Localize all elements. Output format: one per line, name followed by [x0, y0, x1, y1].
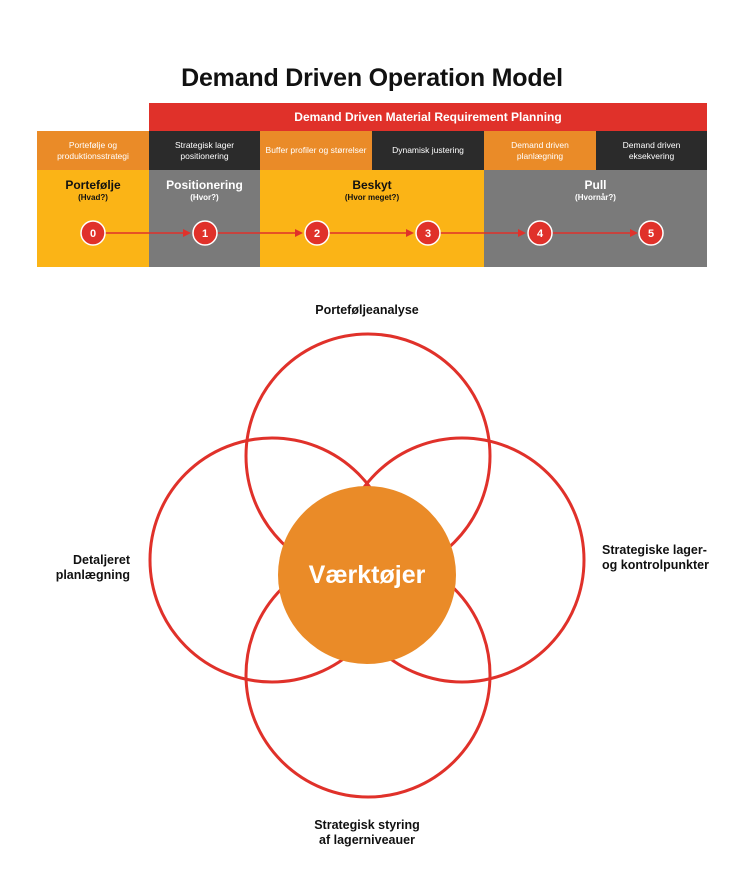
venn-label-right: Strategiske lager- og kontrolpunkter [602, 543, 709, 573]
tools-venn-diagram [148, 332, 586, 799]
phase-question: (Hvor meget?) [344, 193, 400, 202]
venn-label-bottom: Strategisk styring af lagerniveauer [0, 818, 734, 848]
step-number: 3 [425, 228, 431, 240]
subcomponent-dynamic-adjustment: Dynamisk justering [372, 131, 484, 170]
ddmrp-banner: Demand Driven Material Requirement Plann… [149, 103, 707, 131]
phase-portfolio: Portefølje (Hvad?) [37, 170, 149, 267]
venn-label-bottom-line: af lagerniveauer [319, 833, 415, 847]
subcomponent-dd-execution: Demand driven eksekvering [596, 131, 707, 170]
subcomponent-strategic-positioning: Strategisk lager positionering [149, 131, 260, 170]
step-circle-2: 2 [304, 220, 330, 246]
venn-label-right-line: og kontrolpunkter [602, 558, 709, 572]
phase-name: Portefølje [65, 178, 121, 192]
venn-label-right-line: Strategiske lager- [602, 543, 707, 557]
step-circle-0: 0 [80, 220, 106, 246]
venn-label-left-line: planlægning [55, 568, 130, 582]
subcomponent-portfolio-strategy: Portefølje og produktionsstrategi [37, 131, 149, 170]
venn-label-left-line: Detaljeret [73, 553, 130, 567]
step-number: 0 [90, 228, 96, 240]
step-flow: 0 1 2 3 4 5 [80, 220, 664, 246]
venn-label-top: Porteføljeanalyse [315, 303, 419, 317]
venn-center-label: Værktøjer [308, 560, 426, 589]
phase-pull: Pull (Hvornår?) [484, 170, 707, 267]
step-number: 4 [537, 228, 544, 240]
phase-positioning: Positionering (Hvor?) [149, 170, 260, 267]
venn-label-left: Detaljeret planlægning [40, 553, 130, 583]
phase-question: (Hvornår?) [575, 193, 616, 202]
step-circle-5: 5 [638, 220, 664, 246]
step-circle-3: 3 [415, 220, 441, 246]
step-circle-4: 4 [527, 220, 553, 246]
diagram-title: Demand Driven Operation Model [181, 64, 563, 92]
phase-name: Positionering [166, 178, 243, 192]
venn-label-bottom-line: Strategisk styring [314, 818, 420, 832]
phase-question: (Hvor?) [190, 193, 219, 202]
step-circle-1: 1 [192, 220, 218, 246]
subcomponent-buffer-profiles: Buffer profiler og størrelser [260, 131, 372, 170]
step-number: 5 [648, 228, 654, 240]
phase-name: Beskyt [352, 178, 392, 192]
venn-center-circle [278, 486, 456, 664]
phase-question: (Hvad?) [78, 193, 108, 202]
subcomponent-dd-planning: Demand driven planlægning [484, 131, 596, 170]
phase-name: Pull [584, 178, 607, 192]
step-number: 2 [314, 228, 320, 240]
phase-protect: Beskyt (Hvor meget?) [260, 170, 484, 267]
step-number: 1 [202, 228, 208, 240]
